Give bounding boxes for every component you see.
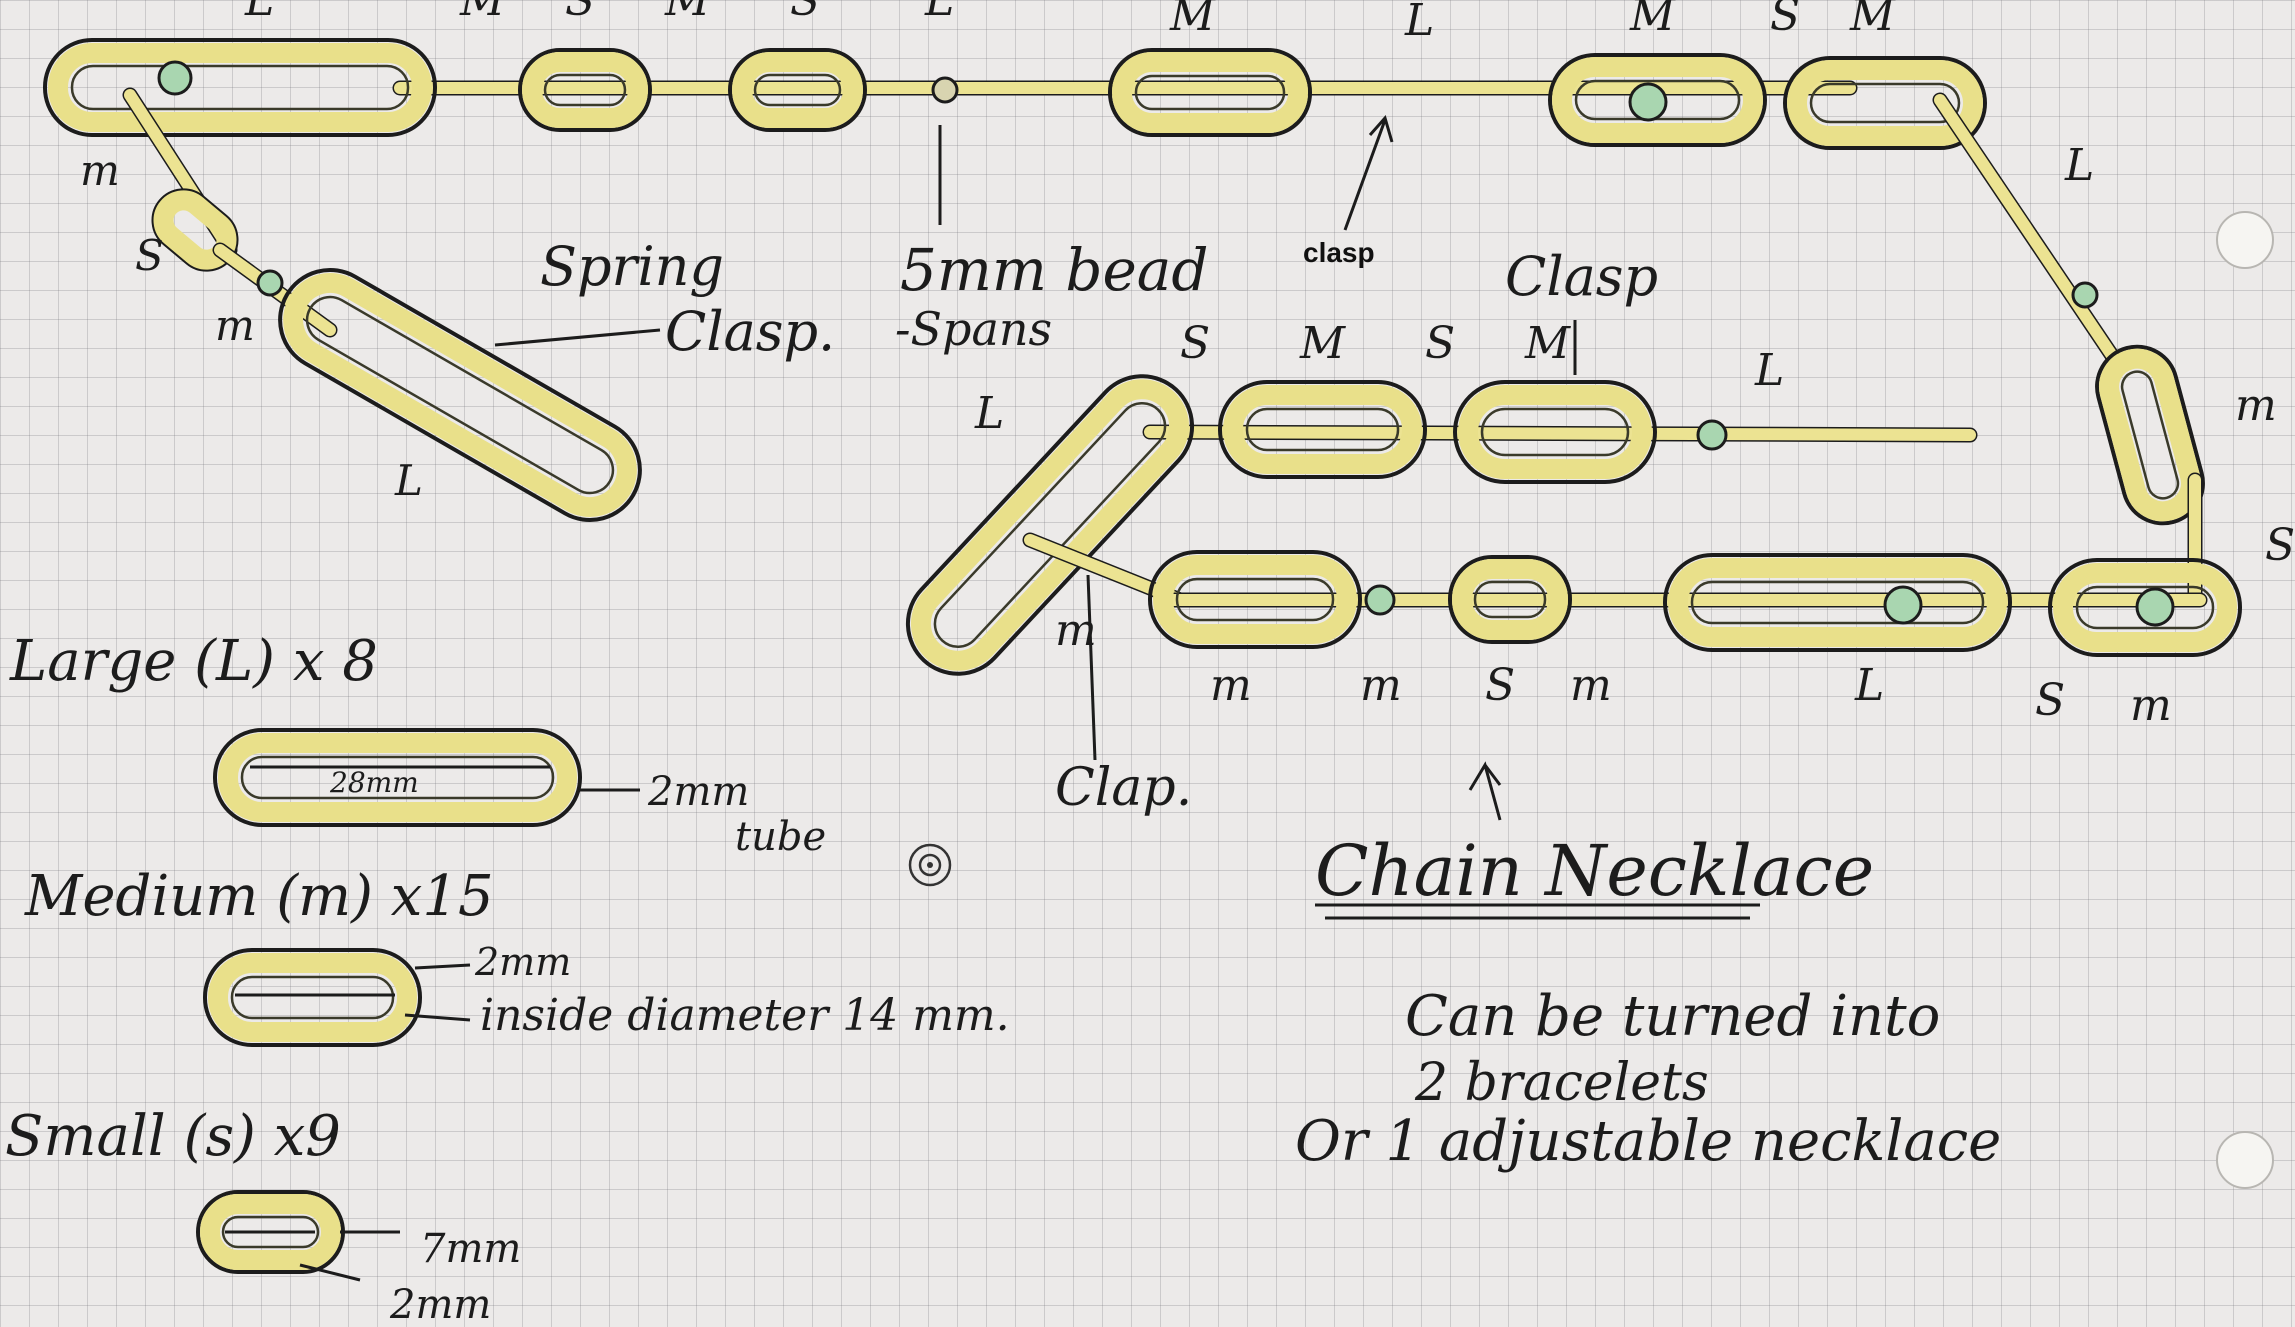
- label: M: [459, 0, 506, 26]
- clasp-label: Clasp.: [665, 300, 835, 363]
- bead-label: 5mm bead: [900, 236, 1209, 304]
- legend-small-wire: 2mm: [389, 1282, 491, 1327]
- label: L: [1404, 0, 1434, 46]
- label: L: [2064, 140, 2094, 191]
- bead: [931, 76, 959, 104]
- legend-medium-shape: [203, 948, 471, 1047]
- medium-link: [1783, 56, 1987, 150]
- label: M: [1169, 0, 1216, 41]
- medium-link: [1218, 380, 1427, 479]
- medium-link: [518, 48, 652, 132]
- medium-link: [2048, 558, 2242, 657]
- legend-medium-wire: 2mm: [474, 940, 571, 984]
- label: L: [394, 456, 423, 505]
- bead: [1628, 82, 1668, 122]
- label: L: [1754, 345, 1784, 396]
- clasp-arrow: [1343, 114, 1394, 231]
- label: S: [2265, 520, 2295, 571]
- legend-small-length: 7mm: [420, 1226, 521, 1272]
- bead: [157, 60, 193, 96]
- legend-small-label: Small (s) x9: [5, 1104, 341, 1169]
- legend-medium-label: Medium (m) x15: [24, 864, 494, 929]
- binder-hole-bottom: [2216, 1131, 2274, 1189]
- legend-medium-inside: inside diameter 14 mm.: [480, 990, 1010, 1041]
- label: m: [215, 301, 255, 350]
- bead: [1696, 419, 1728, 451]
- top-chain: [43, 38, 1987, 150]
- label: L: [974, 388, 1004, 439]
- title-underline: [1315, 903, 1760, 920]
- label: S: [2035, 675, 2065, 726]
- bottom-clasp-label: Clap.: [1055, 758, 1192, 818]
- bead: [256, 269, 284, 297]
- bottom-chain: [1148, 550, 2242, 657]
- subtitle-line-2: 2 bracelets: [1414, 1053, 1709, 1113]
- right-side-labels: L m S: [2064, 140, 2295, 571]
- large-link-hanging: [278, 268, 642, 522]
- label: m: [2235, 380, 2277, 431]
- label: m: [1360, 660, 1402, 711]
- label: S: [1770, 0, 1800, 41]
- target-icon: [908, 843, 952, 887]
- label: L: [1854, 660, 1884, 711]
- large-link: [1663, 553, 2012, 652]
- legend-large-label: Large (L) x 8: [9, 629, 378, 694]
- subtitle-line-1: Can be turned into: [1405, 984, 1940, 1049]
- label: S: [135, 231, 164, 280]
- clasp-printed-label: clasp: [1303, 237, 1375, 268]
- page-title: Chain Necklace: [1315, 830, 1874, 912]
- bottom-clasp-pointer: [1086, 574, 1097, 761]
- spans-label: -Spans: [895, 302, 1052, 356]
- bottom-row-labels: m m m S m L S m: [1055, 605, 2172, 731]
- label: S: [1425, 318, 1455, 369]
- medium-link: [1108, 48, 1312, 137]
- left-chain: [122, 87, 661, 522]
- label: S: [1485, 660, 1515, 711]
- label: L: [924, 0, 954, 26]
- legend-large-inner: 28mm: [329, 766, 419, 799]
- label: M: [664, 0, 711, 26]
- medium-link: [1148, 550, 1362, 649]
- up-arrow: [1468, 761, 1502, 821]
- legend-small-shape: [196, 1190, 400, 1282]
- label: m: [1055, 605, 1097, 656]
- left-chain-labels: m S m L: [80, 146, 423, 505]
- label: M: [1849, 0, 1896, 41]
- binder-hole-top: [2216, 211, 2274, 269]
- medium-link: [1548, 53, 1767, 147]
- label: m: [1210, 660, 1252, 711]
- legend-large-shape: [213, 728, 640, 827]
- label: S: [565, 0, 595, 26]
- bead: [1364, 584, 1396, 616]
- middle-chain: [905, 374, 1978, 676]
- label: L: [244, 0, 274, 26]
- large-link-top-left: [43, 38, 437, 137]
- label: S: [1180, 318, 1210, 369]
- mid-row-labels: S M S M L L: [974, 318, 1784, 439]
- top-row-labels: L M S M S L M L M S M: [244, 0, 1896, 46]
- legend-large-tube-b: tube: [735, 814, 826, 860]
- label: M: [1629, 0, 1676, 41]
- label: S: [790, 0, 820, 26]
- medium-link: [728, 48, 867, 132]
- label: M: [1299, 318, 1346, 369]
- subtitle-line-3: Or 1 adjustable necklace: [1295, 1109, 2001, 1174]
- label: m: [80, 146, 120, 195]
- legend-large-tube-a: 2mm: [647, 769, 749, 815]
- spring-label: Spring: [540, 235, 724, 298]
- bead: [2135, 587, 2175, 627]
- medium-link: [1453, 380, 1657, 484]
- bead: [2071, 281, 2099, 309]
- label: M: [1524, 318, 1571, 369]
- label: m: [2130, 680, 2172, 731]
- bead: [1883, 585, 1923, 625]
- small-link: [1448, 555, 1572, 644]
- label: m: [1570, 660, 1612, 711]
- clasp-label-hand: Clasp: [1505, 245, 1658, 308]
